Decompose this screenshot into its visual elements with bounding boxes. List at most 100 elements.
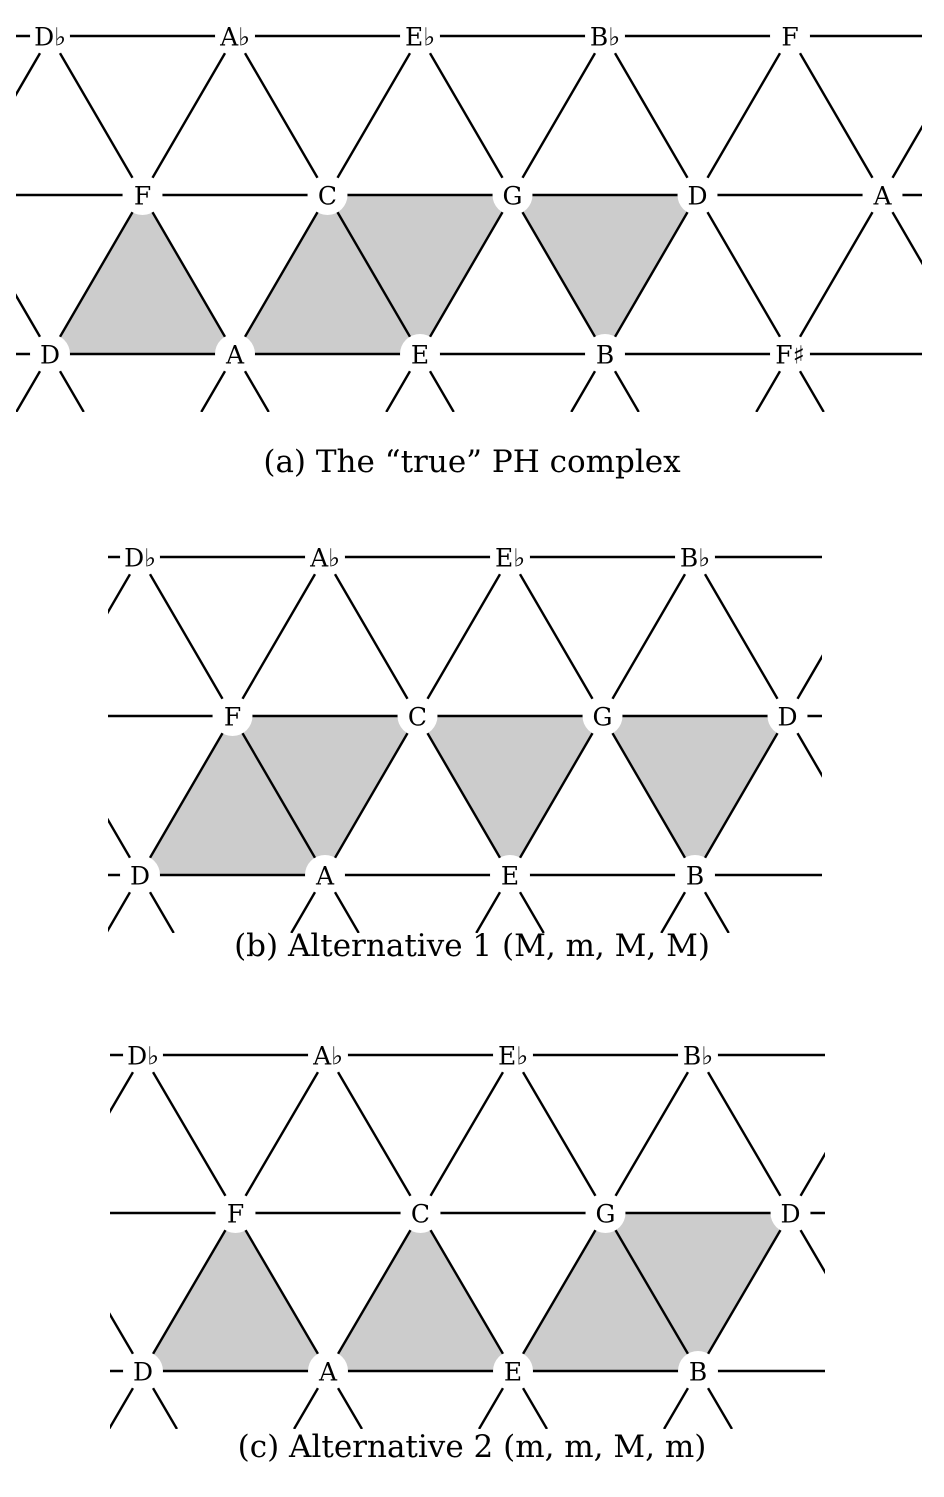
note-node-disc (308, 1035, 348, 1075)
panel-caption: (c) Alternative 2 (m, m, M, m) (238, 1429, 707, 1465)
lattice-edge-diagonal (511, 1054, 607, 1214)
lattice-edge-diagonal (696, 35, 792, 196)
lattice-edge-diagonal (16, 35, 52, 97)
note-label: D (40, 341, 60, 370)
note-node: D (120, 855, 160, 895)
note-label: E♭ (405, 23, 435, 52)
lattice-edge-diagonal (231, 715, 327, 876)
note-label: B♭ (680, 544, 710, 573)
note-label: D (687, 182, 707, 211)
note-label: E (411, 341, 429, 370)
note-node-disc (490, 537, 530, 577)
note-node: E (493, 1351, 533, 1391)
lattice-edge-diagonal (788, 194, 884, 355)
lattice-edge-diagonal (603, 194, 699, 355)
note-node-disc (585, 334, 625, 374)
note-node-disc (215, 16, 255, 56)
note-label: G (503, 182, 523, 211)
lattice-edge-diagonal (786, 654, 822, 717)
note-node-disc (582, 696, 623, 736)
note-node: B (675, 855, 715, 895)
note-label: D (130, 862, 150, 891)
panel-caption: (b) Alternative 1 (M, m, M, M) (234, 928, 710, 964)
note-node-disc (120, 537, 160, 577)
note-node-disc (212, 696, 253, 736)
note-node: D♭ (30, 16, 70, 56)
note-label: F (781, 23, 798, 52)
note-node-disc (490, 855, 530, 895)
lattice-edge-diagonal (326, 1212, 422, 1372)
note-node-disc (305, 537, 345, 577)
lattice-edge-diagonal (419, 1054, 515, 1214)
lattice-edge-diagonal (883, 1213, 944, 1371)
lattice-edge-diagonal (601, 715, 697, 876)
lattice-edge-diagonal (419, 1212, 515, 1372)
note-node: E♭ (493, 1035, 533, 1075)
shaded-triad (512, 195, 698, 354)
note-node-disc (400, 334, 440, 374)
lattice-edge-diagonal (326, 1054, 422, 1214)
note-label: E♭ (498, 1042, 528, 1071)
note-node: D (677, 175, 718, 215)
lattice-edge-diagonal (108, 556, 142, 615)
lattice-edge-diagonal (601, 556, 697, 717)
note-node-disc (675, 855, 715, 895)
note-node-disc (675, 537, 715, 577)
shaded-triad (513, 1213, 698, 1371)
note-node: A (862, 175, 903, 215)
note-node: D (30, 334, 70, 374)
note-node: A (308, 1351, 348, 1391)
note-node-disc (770, 16, 810, 56)
note-node: B♭ (678, 1035, 718, 1075)
lattice-edge-diagonal (326, 194, 422, 355)
note-label: D♭ (124, 544, 156, 573)
shaded-triad (143, 1213, 328, 1371)
note-node-disc (122, 175, 163, 215)
note-label: F (224, 703, 241, 732)
lattice-edge-diagonal (789, 1212, 825, 1275)
note-label: D♭ (34, 23, 66, 52)
note-node-disc (123, 1351, 163, 1391)
lattice-edge-diagonal (141, 1212, 237, 1372)
lattice-edge-diagonal (0, 1213, 51, 1371)
lattice-edge-diagonal (846, 875, 880, 933)
note-label: F♯ (775, 341, 804, 370)
lattice-edge-diagonal (604, 1212, 700, 1372)
note-node: A (305, 855, 345, 895)
lattice-edge-diagonal (786, 715, 822, 778)
note-node-disc (585, 1193, 626, 1233)
note-node: E (490, 855, 530, 895)
lattice-edge-diagonal (0, 557, 48, 716)
lattice-edge-diagonal (326, 35, 422, 196)
lattice-edge-diagonal (48, 35, 144, 196)
note-node: E♭ (490, 537, 530, 577)
note-label: E (501, 862, 519, 891)
note-label: A♭ (309, 544, 340, 573)
note-label: A (318, 1358, 338, 1387)
note-label: A (315, 862, 335, 891)
shaded-triads (50, 195, 698, 354)
lattice-edge-diagonal (234, 1054, 330, 1214)
lattice-edge-diagonal (883, 1371, 917, 1429)
note-label: A♭ (219, 23, 250, 52)
note-node-disc (585, 16, 625, 56)
lattice-edge-diagonal (881, 194, 922, 266)
note-label: B (689, 1358, 707, 1387)
note-node: F (770, 16, 810, 56)
note-node: D (770, 1193, 811, 1233)
lattice-edge-diagonal (693, 556, 789, 717)
lattice-edge-diagonal (604, 1054, 700, 1214)
lattice-edge-diagonal (696, 194, 792, 355)
lattice-edge-diagonal (233, 194, 329, 355)
note-label: G (593, 703, 613, 732)
lattice-edge-diagonal (511, 194, 607, 355)
note-node-disc (215, 1193, 256, 1233)
note-node: D♭ (120, 537, 160, 577)
lattice-edge-diagonal (789, 1151, 825, 1214)
note-node-disc (400, 1193, 441, 1233)
note-label: B (596, 341, 614, 370)
shaded-triad (602, 716, 788, 875)
